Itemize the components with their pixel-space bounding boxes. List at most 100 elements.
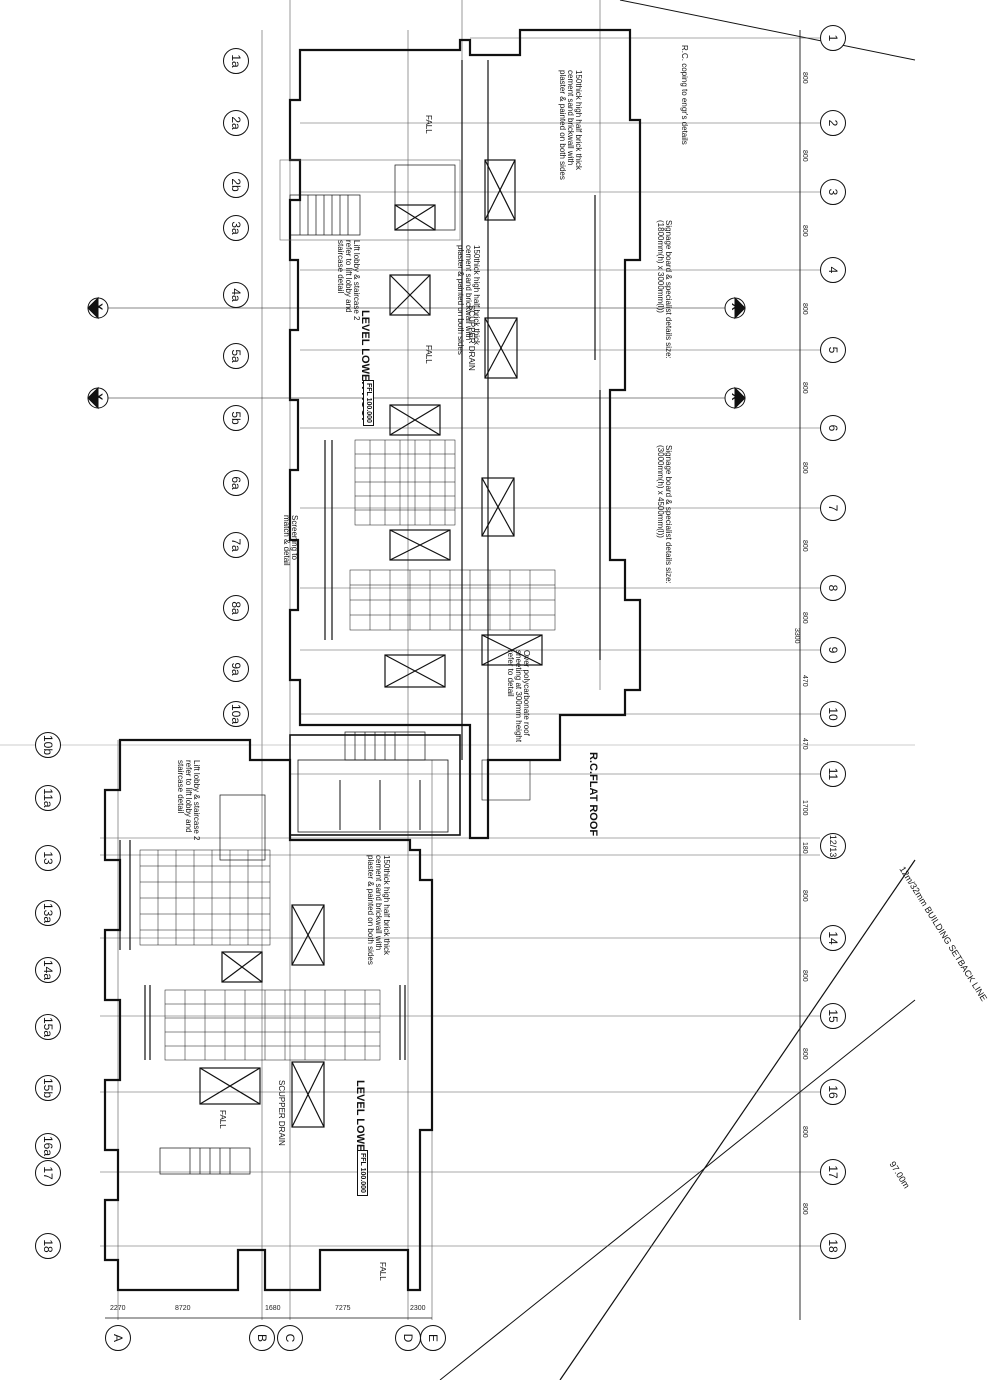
grid-bubble-6: 6 — [820, 415, 846, 441]
dimension-value: 800 — [801, 1048, 808, 1060]
solar-panel-array-4 — [164, 989, 381, 1061]
grid-bubble-16: 16 — [820, 1079, 846, 1105]
grid-bubble-13a: 13a — [35, 900, 61, 926]
grid-bubble-6a: 6a — [223, 470, 249, 496]
grid-bubble-15: 15 — [820, 1003, 846, 1029]
dimension-value: 1700 — [801, 800, 808, 816]
grid-bubble-1: 1 — [820, 25, 846, 51]
fall-label: FALL — [424, 115, 433, 134]
overflow-note: Over polycarbonate roof sheeting at 300m… — [506, 650, 531, 743]
road-boundary-line — [439, 999, 916, 1380]
grid-bubble-8a: 8a — [223, 595, 249, 621]
section-mark-label: X — [92, 393, 104, 401]
parapet-note-bottom: 150thick high half brick thick cement sa… — [366, 855, 391, 965]
solar-panel-array-3 — [139, 849, 271, 946]
grid-bubble-D: D — [395, 1325, 421, 1351]
grid-bubble-7: 7 — [820, 495, 846, 521]
grid-bubble-14a: 14a — [35, 957, 61, 983]
upper-building-outline — [288, 28, 642, 840]
lift-lobby-note-2: Lift lobby & staircase 2 refer to lift l… — [176, 760, 201, 841]
grid-bubble-7a: 7a — [223, 532, 249, 558]
solar-panel-array-1 — [354, 439, 456, 526]
setback-line — [559, 859, 916, 1380]
grid-bubble-15a: 15a — [35, 1014, 61, 1040]
lift-lobby-note-1: Lift lobby & staircase 2 refer to lift l… — [336, 240, 361, 321]
grid-bubble-9a: 9a — [223, 656, 249, 682]
grid-bubble-A: A — [105, 1325, 131, 1351]
floor-plan-drawing — [0, 0, 916, 1380]
dimension-value: 470 — [801, 675, 808, 687]
dimension-value: 800 — [801, 303, 808, 315]
grid-bubble-17-left: 17 — [35, 1160, 61, 1186]
grid-bubble-17: 17 — [820, 1159, 846, 1185]
grid-bubble-2: 2 — [820, 110, 846, 136]
grid-bubble-3a: 3a — [223, 215, 249, 241]
signage-board-note-1: Signage board & specialist details size:… — [656, 220, 673, 359]
staircase-mid — [344, 731, 426, 761]
scupper-drain-label: SCUPPER DRAIN — [467, 305, 476, 371]
fall-label: FALL — [378, 1262, 387, 1281]
grid-bubble-5: 5 — [820, 337, 846, 363]
grid-bubble-18-left: 18 — [35, 1233, 61, 1259]
dimension-value: 2270 — [110, 1305, 126, 1312]
lower-building-outline — [103, 738, 434, 1292]
grid-bubble-5a: 5a — [223, 343, 249, 369]
grid-bubble-8: 8 — [820, 575, 846, 601]
grid-bubble-B: B — [249, 1325, 275, 1351]
grid-bubble-9: 9 — [820, 637, 846, 663]
dimension-value: 800 — [801, 225, 808, 237]
grid-bubble-16a: 16a — [35, 1133, 61, 1159]
staircase-lower — [159, 794, 266, 1175]
dimension-value: 7275 — [335, 1305, 351, 1312]
grid-bubble-12-13: 12/13 — [820, 833, 846, 859]
section-mark-label: X — [729, 303, 741, 311]
fall-label: FALL — [218, 1110, 227, 1129]
solar-panel-array-2 — [349, 569, 556, 631]
rc-coping-note: R.C. coping to engr's details — [680, 45, 689, 145]
grid-bubble-2b: 2b — [223, 172, 249, 198]
dimension-value: 800 — [801, 1126, 808, 1138]
grid-bubble-4: 4 — [820, 257, 846, 283]
dimension-value: 470 — [801, 738, 808, 750]
scupper-drain-label: SCUPPER DRAIN — [277, 1080, 286, 1146]
grid-bubble-1a: 1a — [223, 48, 249, 74]
dimension-value: 3300 — [793, 628, 800, 644]
parapet-note-top: 150thick high half brick thick cement sa… — [558, 70, 583, 180]
dimension-value: 2300 — [410, 1305, 426, 1312]
dimension-value: 800 — [801, 72, 808, 84]
dimension-value: 800 — [801, 382, 808, 394]
dimension-value: 800 — [801, 1203, 808, 1215]
grid-bubble-15b: 15b — [35, 1075, 61, 1101]
rc-flat-roof-label: R.C.FLAT ROOF — [587, 752, 599, 837]
dimension-value: 800 — [801, 970, 808, 982]
dimension-value: 8720 — [175, 1305, 191, 1312]
grid-bubble-18: 18 — [820, 1233, 846, 1259]
grid-bubble-E: E — [420, 1325, 446, 1351]
dimension-value: 800 — [801, 462, 808, 474]
site-boundary-top — [619, 0, 916, 61]
grid-bubble-10: 10 — [820, 701, 846, 727]
signage-board-note-2: Signage board & specialist details size:… — [656, 445, 673, 584]
grid-bubble-3: 3 — [820, 179, 846, 205]
section-mark-label: X — [729, 393, 741, 401]
dimension-value: 800 — [801, 540, 808, 552]
dimension-value: 800 — [801, 150, 808, 162]
signage-frames — [119, 195, 601, 1060]
staircase-upper — [279, 159, 461, 241]
grid-bubble-13: 13 — [35, 845, 61, 871]
grid-bubble-2a: 2a — [223, 110, 249, 136]
grid-bubble-4a: 4a — [223, 282, 249, 308]
grid-bubble-10a: 10a — [223, 701, 249, 727]
grid-bubble-C: C — [277, 1325, 303, 1351]
grid-bubble-11a: 11a — [35, 785, 61, 811]
level-tag: FFL 100.000 — [363, 380, 374, 426]
section-mark-label: X — [92, 303, 104, 311]
dimension-value: 1680 — [265, 1305, 281, 1312]
roof-equipment — [199, 159, 543, 1128]
grid-bubble-11: 11 — [820, 761, 846, 787]
section-markers — [87, 296, 746, 410]
dimension-value: 800 — [801, 612, 808, 624]
level-tag: FFL 100.000 — [357, 1150, 368, 1196]
grid-lines-right — [100, 37, 820, 1247]
screening-note: Screening to match & detail — [282, 515, 299, 566]
